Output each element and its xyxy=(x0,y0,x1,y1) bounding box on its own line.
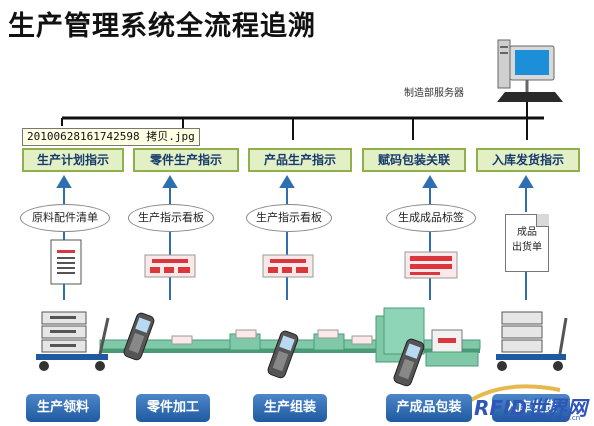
handheld-scanner-icon xyxy=(123,312,155,361)
step-assembly: 生产组装 xyxy=(253,394,327,422)
shipping-slip-line2: 出货单 xyxy=(512,242,542,253)
doc-bubble-kanban: 生产指示看板 xyxy=(128,204,214,232)
shipping-slip-line1: 成品 xyxy=(517,227,537,238)
doc-bubble-kanban: 生产指示看板 xyxy=(246,204,332,232)
step-product-packaging: 产成品包装 xyxy=(386,394,472,422)
handheld-scanner-icon xyxy=(267,330,299,379)
material-list-icon xyxy=(50,239,82,285)
page-title: 生产管理系统全流程追溯 xyxy=(8,11,316,42)
instruction-code-packaging-link: 赋码包装关联 xyxy=(362,148,466,172)
watermark-text: RFID世界网 xyxy=(474,396,588,420)
instruction-warehouse-shipping: 入库发货指示 xyxy=(476,148,580,172)
file-tooltip: 20100628161742598 拷贝.jpg xyxy=(22,128,200,146)
storage-cart-icon xyxy=(36,311,110,371)
slip-fold-icon xyxy=(536,214,549,227)
server-icon xyxy=(497,39,563,102)
instruction-production-plan: 生产计划指示 xyxy=(22,148,124,172)
handheld-scanner-icon xyxy=(393,338,425,387)
instruction-product-production: 产品生产指示 xyxy=(248,148,352,172)
server-label: 制造部服务器 xyxy=(404,88,464,99)
doc-bubble-product-label: 生成成品标签 xyxy=(386,204,476,232)
step-parts-machining: 零件加工 xyxy=(136,394,210,422)
kanban-card-icon xyxy=(262,254,314,278)
step-warehouse-shipping: 入库发货 xyxy=(492,394,570,422)
storage-cart-icon xyxy=(496,311,568,371)
step-material-picking: 生产领料 xyxy=(26,394,100,422)
watermark-url: www.RfidWorld.com.cn xyxy=(500,414,581,422)
kanban-card-icon xyxy=(144,254,196,278)
product-label-icon xyxy=(404,251,458,279)
doc-bubble-material-list: 原料配件清单 xyxy=(20,204,110,232)
instruction-parts-production: 零件生产指示 xyxy=(133,148,239,172)
